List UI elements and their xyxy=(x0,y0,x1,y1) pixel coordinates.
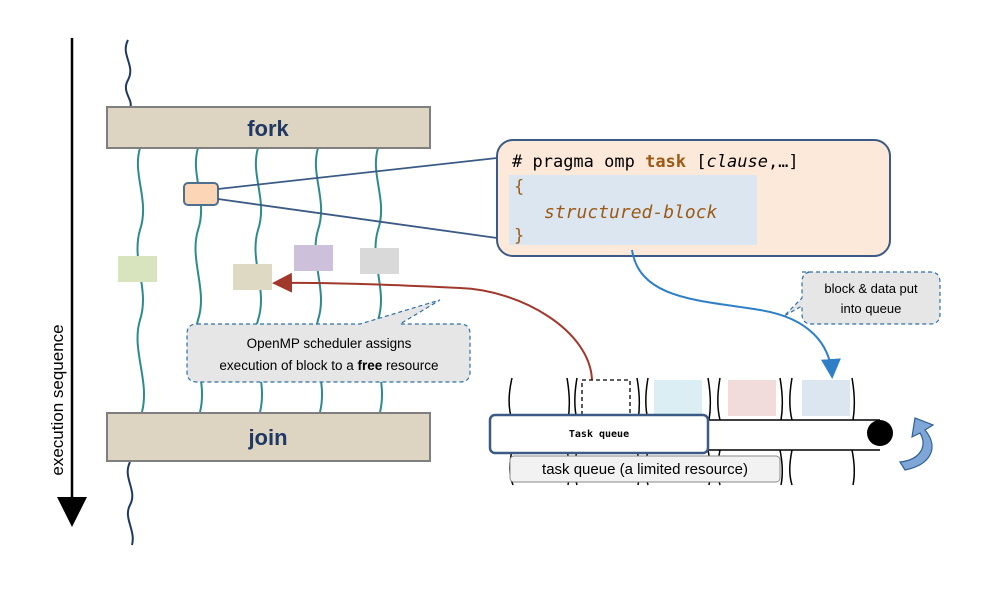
pragma-line: # pragma omp task [clause,…] xyxy=(512,152,799,172)
main-thread-top xyxy=(124,39,132,109)
join-bar: join xyxy=(106,412,431,462)
open-brace: { xyxy=(514,177,524,197)
execution-axis: execution sequence xyxy=(48,38,87,527)
task-block-gray xyxy=(360,248,399,274)
arrow-to-resource xyxy=(272,272,593,381)
task-queue: Task queue task queue (a limited resourc… xyxy=(488,377,935,486)
task-queue-caption: task queue (a limited resource) xyxy=(542,461,748,478)
task-keyword: task xyxy=(645,152,686,172)
task-pragma-box: # pragma omp task [clause,…] { structure… xyxy=(496,139,891,257)
task-block-purple xyxy=(294,245,333,271)
structured-block-label: structured-block xyxy=(544,202,718,223)
conveyor-end xyxy=(867,420,893,446)
queue-slot-pink xyxy=(728,380,776,416)
queue-slot-empty xyxy=(581,379,631,417)
callout-queue-line1: block & data put xyxy=(824,281,918,296)
main-thread-bottom xyxy=(126,461,134,546)
fork-bar: fork xyxy=(106,106,431,149)
queue-slot-blue xyxy=(802,380,850,416)
connector-bottom xyxy=(217,198,498,239)
close-brace: } xyxy=(514,226,524,246)
task-block-orange xyxy=(183,182,219,206)
axis-label: execution sequence xyxy=(48,324,67,475)
fork-label: fork xyxy=(247,116,289,141)
task-queue-label: Task queue xyxy=(569,429,629,440)
rotate-arrow xyxy=(898,417,935,471)
structured-block-area xyxy=(509,175,757,245)
task-block-tan xyxy=(233,264,272,290)
task-queue-caption-box xyxy=(509,455,781,483)
callout-scheduler-line1: OpenMP scheduler assigns xyxy=(247,336,412,351)
task-queue-label-box xyxy=(488,413,710,455)
callout-queue-line2: into queue xyxy=(841,301,902,316)
task-block-green xyxy=(118,256,157,282)
callout-queue: block & data put into queue xyxy=(783,271,941,325)
callout-scheduler-line2: execution of block to a free resource xyxy=(219,358,438,373)
arrow-to-queue xyxy=(631,249,841,379)
queue-slot-cyan xyxy=(654,380,702,416)
join-label: join xyxy=(247,425,287,450)
connector-top xyxy=(217,157,498,190)
callout-scheduler: OpenMP scheduler assigns execution of bl… xyxy=(186,299,471,383)
